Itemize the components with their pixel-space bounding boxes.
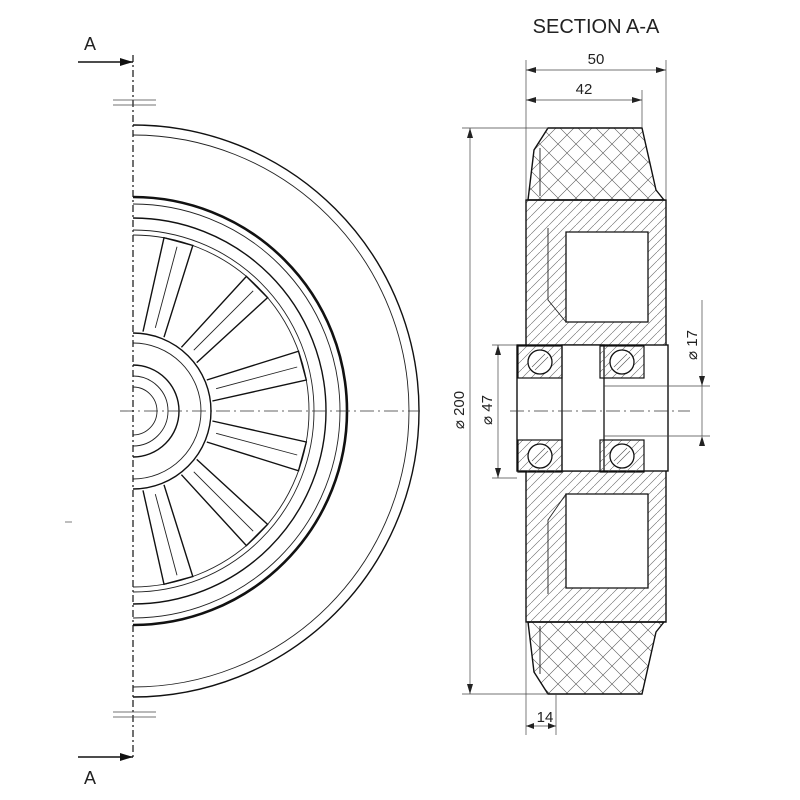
dim-width-total: 50	[588, 51, 605, 68]
spoke	[180, 275, 269, 364]
spoke	[142, 484, 194, 586]
section-arrowhead-top	[120, 58, 133, 66]
front-view: A A	[65, 34, 420, 788]
bearing-ball-hatch	[531, 447, 549, 465]
dim-dia-bearing: ⌀ 20047	[479, 395, 496, 425]
spoke-rib	[215, 366, 298, 390]
section-arrowhead-bottom	[120, 753, 133, 761]
bearing-ball	[527, 443, 553, 469]
pocket-lower-edge	[547, 493, 567, 594]
spoke-rib	[154, 246, 178, 329]
section-label-bottom: A	[84, 768, 96, 788]
bearing-ball	[609, 443, 635, 469]
pocket-upper-edge	[547, 228, 567, 323]
dim-dia-outer: ⌀ 200	[451, 391, 468, 429]
tread-section-top	[527, 127, 666, 201]
dimensions: 50 42 14 ⌀ 200 ⌀ 20047 ⌀ 17	[451, 51, 710, 735]
dim-width-hub: 42	[576, 81, 593, 98]
spoke-rib	[154, 493, 178, 576]
dim-dia-bore: ⌀ 17	[684, 330, 701, 360]
spoke-rib	[193, 290, 254, 351]
spoke	[206, 420, 308, 472]
axle-spacer	[561, 344, 605, 472]
bearing-ball-hatch	[613, 447, 631, 465]
spokes	[142, 236, 308, 586]
section-title: SECTION A-A	[533, 16, 660, 38]
spoke-rib	[193, 471, 254, 532]
spoke	[142, 236, 194, 338]
tread-section-bottom	[527, 621, 666, 695]
bearing-ball-hatch	[613, 353, 631, 371]
spoke	[180, 458, 269, 547]
bearing-ball	[609, 349, 635, 375]
rim-circle-5	[133, 234, 310, 588]
pocket-lower	[565, 493, 649, 589]
section-label-top: A	[84, 34, 96, 54]
section-view: SECTION A-A	[510, 16, 690, 695]
dim-arrows-14	[526, 723, 556, 729]
bearing-ball	[527, 349, 553, 375]
bearings	[517, 345, 645, 473]
bearing-ball-hatch	[531, 353, 549, 371]
spoke-rib	[215, 432, 298, 456]
dim-width-tread-edge: 14	[537, 709, 554, 726]
pocket-upper	[565, 231, 649, 323]
spoke	[206, 350, 308, 402]
